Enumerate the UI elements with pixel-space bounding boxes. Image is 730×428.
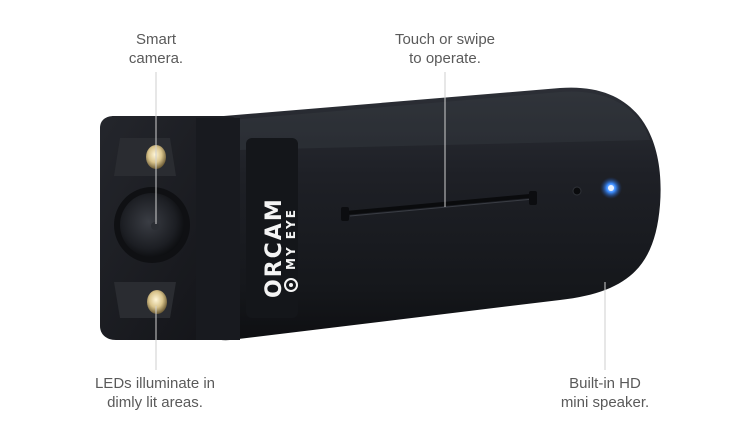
device-body: [200, 87, 661, 341]
callout-text: mini speaker.: [560, 394, 650, 411]
microphone-hole: [572, 186, 582, 196]
status-indicator-light: [600, 177, 622, 199]
callout-text: Smart: [135, 31, 176, 48]
callout-text: to operate.: [409, 50, 481, 67]
callout-text: Built-in HD: [569, 375, 641, 392]
brand-logo: ORCAM MY EYE: [246, 138, 298, 318]
callout-text: dimly lit areas.: [107, 394, 203, 411]
touch-strip: [341, 191, 537, 221]
camera-lens: [114, 187, 190, 263]
led-bottom: [114, 282, 176, 318]
callout-text: Touch or swipe: [394, 31, 496, 48]
callout-text: camera.: [128, 50, 184, 67]
brand-name: ORCAM: [262, 197, 287, 298]
callout-touch-swipe: Touch or swipe to operate.: [365, 30, 525, 68]
callout-speaker: Built-in HD mini speaker.: [535, 374, 675, 412]
callout-leds: LEDs illuminate in dimly lit areas.: [60, 374, 250, 412]
callout-smart-camera: Smart camera.: [96, 30, 216, 68]
callout-text: LEDs illuminate in: [94, 375, 216, 392]
led-top: [114, 138, 176, 176]
brand-tagline: MY EYE: [284, 208, 298, 270]
